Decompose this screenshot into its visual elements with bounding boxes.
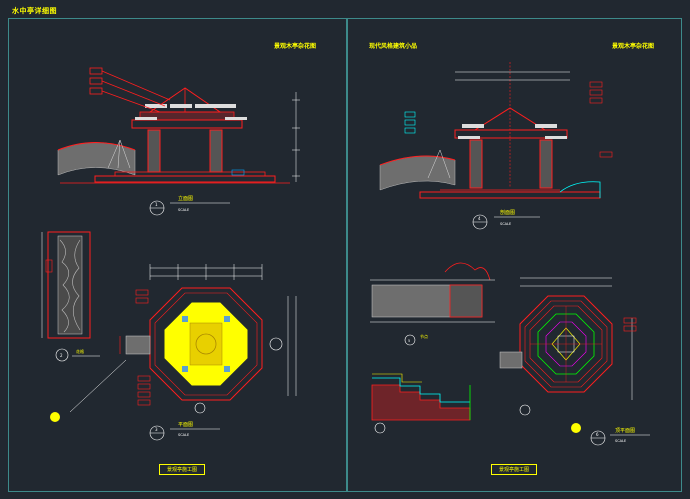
right-section-drawing: 4 剖面图 SCALE: [379, 62, 613, 230]
right-sheet-frame: 现代风格建筑小品 景观木亭杂花图 景观亭施工图: [346, 18, 682, 492]
right-section-scale: SCALE: [500, 222, 511, 226]
right-sheet-title-right: 景观木亭杂花图: [612, 43, 655, 50]
right-roof-plan-drawing: 6 顶平面图 SCALE: [499, 277, 650, 446]
right-section-callout: 4: [478, 216, 481, 221]
left-plan-drawing: 3 平面图 SCALE: [50, 264, 297, 441]
right-plan-label: 顶平面图: [615, 428, 635, 434]
left-screen-callout: 2: [60, 353, 63, 358]
right-detail-drawing: 节点 5: [370, 262, 495, 434]
left-plan-scale: SCALE: [178, 433, 189, 437]
left-elevation-callout: 1: [155, 202, 158, 207]
right-detail-label: 节点: [420, 333, 428, 339]
left-sheet-footer: 景观亭施工图: [159, 464, 205, 475]
right-plan-scale: SCALE: [615, 439, 626, 443]
right-sheet-title-left: 现代风格建筑小品: [369, 43, 418, 50]
left-plan-label: 平面图: [178, 422, 193, 428]
right-section-label: 剖面图: [500, 209, 515, 216]
left-elevation-label: 立面图: [178, 195, 193, 202]
left-elevation-drawing: 1 立面图 SCALE: [57, 67, 300, 216]
right-detail-callout: 5: [408, 339, 410, 343]
left-screen-label: 花格: [76, 348, 84, 354]
left-sheet-frame: 景观木亭杂花图 景观亭施工图: [8, 18, 348, 492]
right-plan-callout: 6: [596, 432, 599, 437]
right-sheet-footer: 景观亭施工图: [491, 464, 537, 475]
drawing-title: 水中亭详细图: [12, 7, 57, 15]
left-sheet-title: 景观木亭杂花图: [274, 43, 317, 50]
left-screen-panel-drawing: 2 花格: [41, 231, 100, 362]
left-plan-callout: 3: [155, 427, 158, 432]
left-elevation-scale: SCALE: [178, 208, 189, 212]
